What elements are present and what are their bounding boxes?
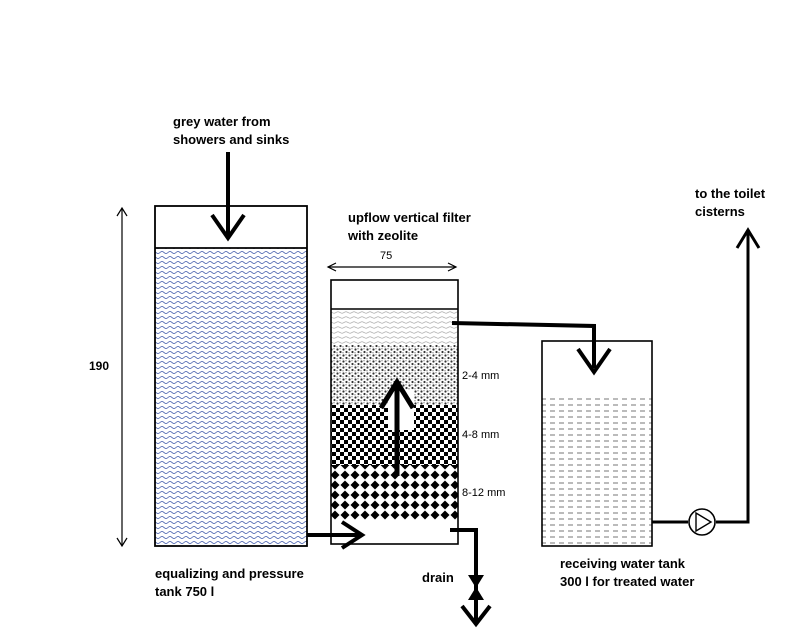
treated-water-pipe (451, 321, 612, 376)
toilet-label-line2: cisterns (695, 204, 745, 219)
layer-size-label-1: 2-4 mm (462, 370, 499, 382)
receiving-tank-outline (541, 340, 653, 547)
receiving-label-line2: 300 l for treated water (560, 574, 694, 589)
receiving-label-line1: receiving water tank (560, 556, 686, 571)
filter-label-line2: with zeolite (347, 228, 418, 243)
height-label: 190 (89, 359, 109, 373)
drain-pipe (450, 528, 492, 628)
equalizing-tank-water (155, 248, 307, 546)
equalizing-label-line1: equalizing and pressure (155, 566, 304, 581)
drain-valve-icon (468, 575, 484, 588)
height-dimension: 190 (89, 206, 128, 548)
width-dimension: 75 (326, 250, 458, 272)
inflow-label-line2: showers and sinks (173, 132, 289, 147)
filter-outline (330, 279, 459, 545)
layer-size-label-3: 8-12 mm (462, 487, 505, 499)
width-label: 75 (380, 250, 392, 262)
receiving-tank (541, 340, 653, 547)
filter-label-line1: upflow vertical filter (348, 210, 471, 225)
equalizing-tank (154, 205, 308, 547)
pump-icon (688, 508, 716, 536)
layer-size-label-2: 4-8 mm (462, 429, 499, 441)
inflow-label-line1: grey water from (173, 114, 271, 129)
equalizing-tank-outline (154, 205, 308, 547)
upflow-arrow (378, 377, 416, 476)
toilet-label-line1: to the toilet (695, 186, 766, 201)
toilet-supply-line (652, 227, 761, 524)
equalizing-label-line2: tank 750 l (155, 584, 214, 599)
inflow-arrow (210, 152, 246, 242)
drain-label: drain (422, 570, 454, 585)
